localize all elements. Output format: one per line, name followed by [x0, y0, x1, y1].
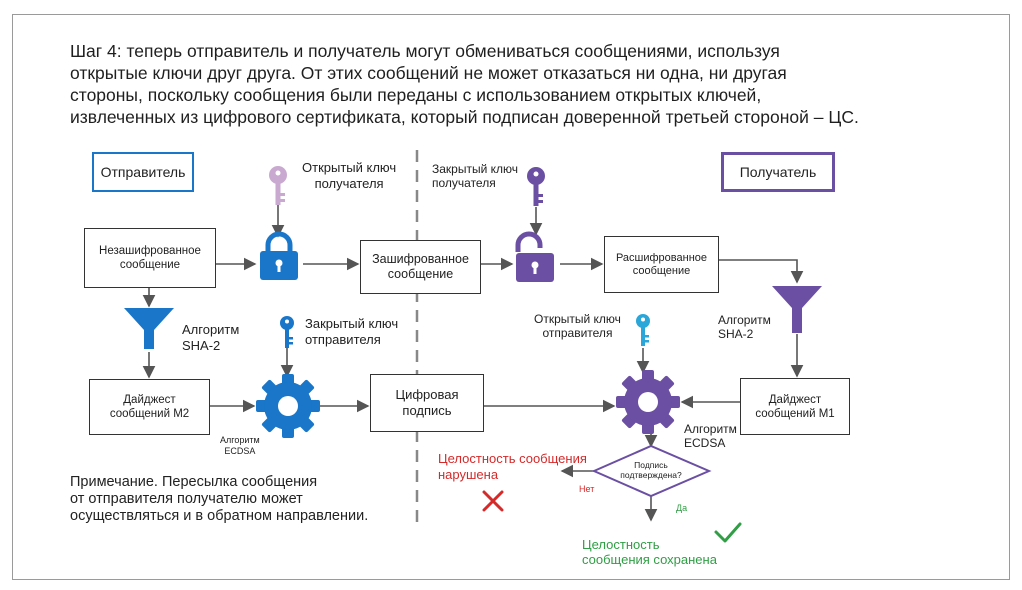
- no-label: Нет: [579, 484, 595, 494]
- key-icon-sender-public: [636, 314, 650, 346]
- funnel-icon-receiver: [772, 286, 822, 333]
- gear-icon-verify: [616, 370, 680, 434]
- decision-diamond: [591, 444, 712, 498]
- gear-icon-sign: [256, 374, 320, 438]
- heading-line: Шаг 4: теперь отправитель и получатель м…: [70, 41, 780, 61]
- lock-icon-encrypt: [260, 231, 298, 280]
- receiver-title: Получатель: [721, 152, 835, 192]
- heading-line: стороны, поскольку сообщения были переда…: [70, 85, 762, 105]
- heading-line: извлеченных из цифрового сертификата, ко…: [70, 107, 859, 127]
- heading-line: открытые ключи друг друга. От этих сообщ…: [70, 63, 787, 83]
- arrow-decrypted-to-funnel: [719, 259, 804, 284]
- diagram-frame: [12, 14, 1010, 580]
- funnel-icon-sender: [124, 308, 174, 349]
- lock-icon-decrypt: [515, 231, 554, 282]
- sender-title: Отправитель: [92, 152, 194, 192]
- yes-label: Да: [676, 503, 688, 513]
- key-icon-sender-private: [280, 316, 294, 348]
- cross-icon: [482, 490, 504, 512]
- key-icon-recipient-public: [269, 166, 287, 205]
- check-icon: [714, 522, 742, 543]
- key-icon-recipient-private: [527, 167, 545, 206]
- page-heading: Шаг 4: теперь отправитель и получатель м…: [70, 40, 970, 128]
